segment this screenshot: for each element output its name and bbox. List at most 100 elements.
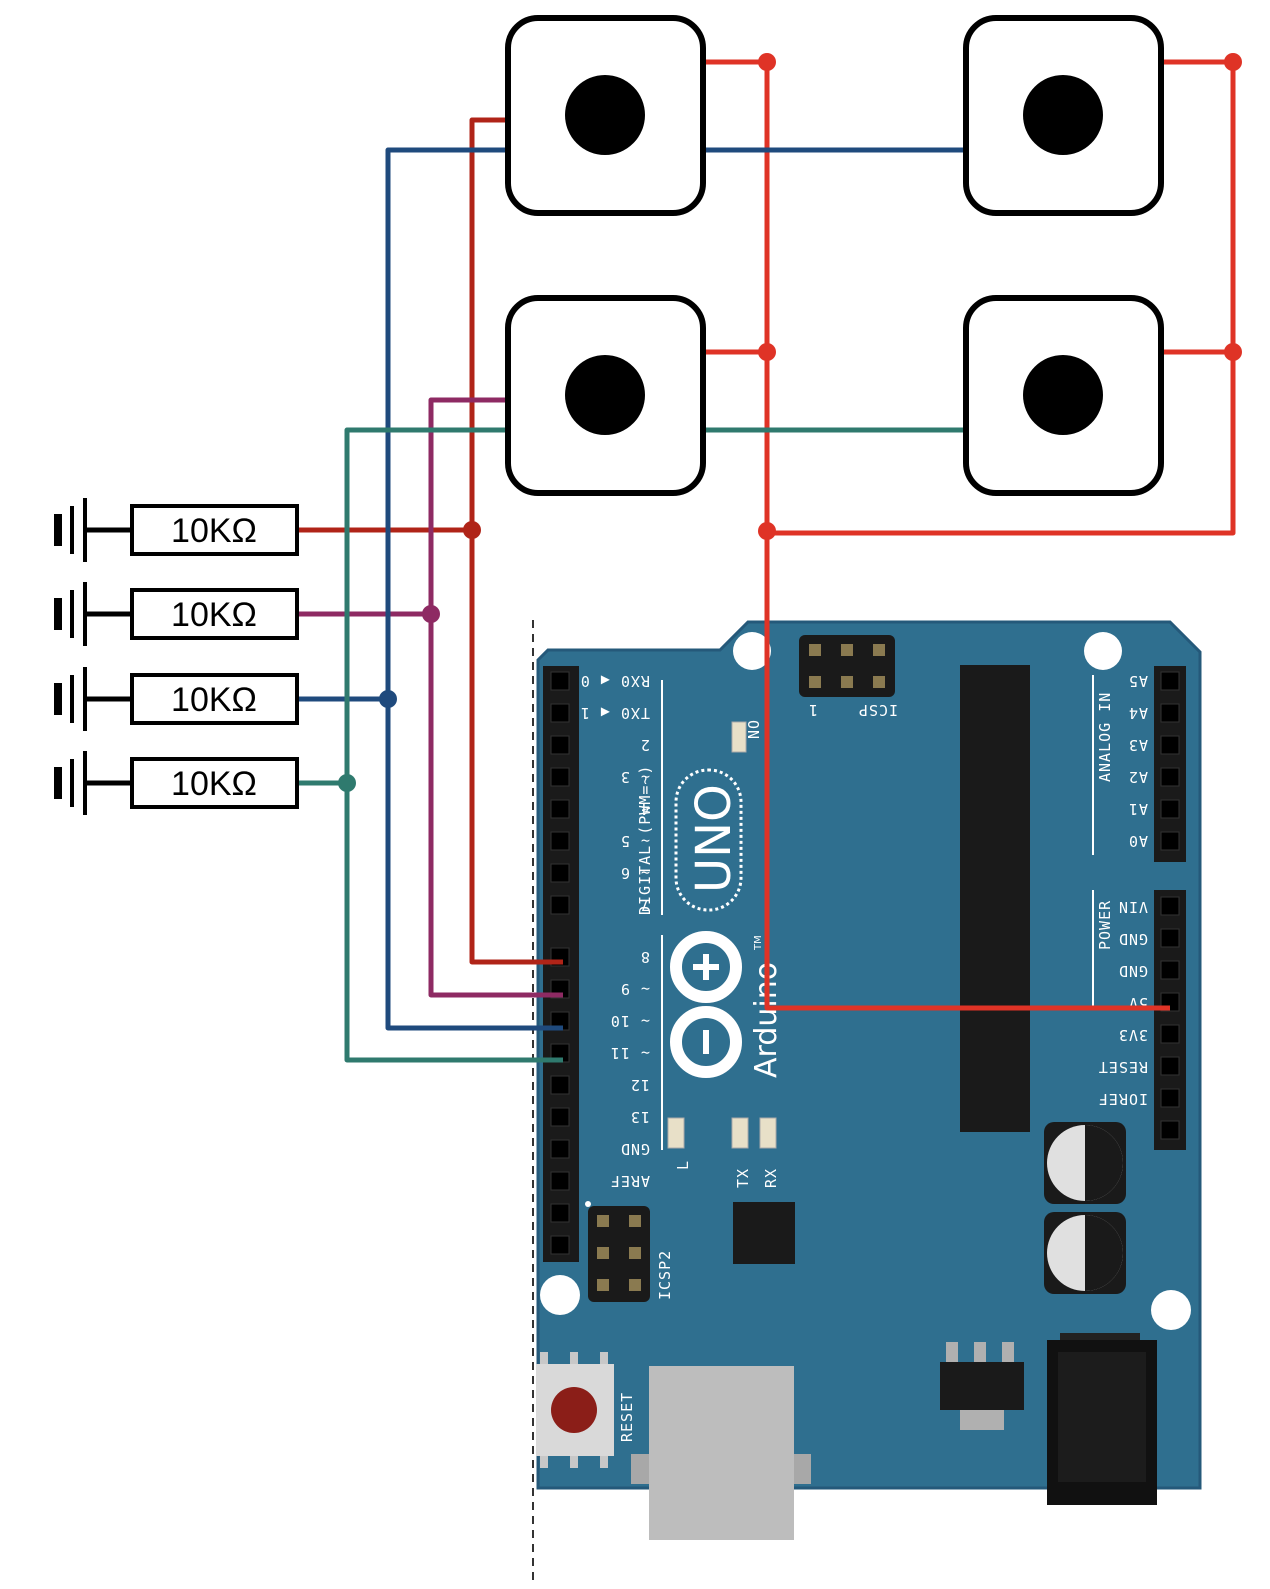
- digital-pwm-label: DIGITAL (PWM=~): [636, 765, 654, 915]
- pin-label: 4: [640, 800, 650, 818]
- pin-label: 7: [640, 896, 650, 914]
- analog-header: [1154, 666, 1186, 862]
- wire-junction: [463, 521, 481, 539]
- wire-junction: [758, 522, 776, 540]
- wire-junction: [379, 690, 397, 708]
- resistor-1: 10KΩ: [54, 498, 299, 562]
- pin-label: ~ 10: [610, 1012, 650, 1030]
- icsp2-header: [588, 1206, 650, 1302]
- push-button-top-right[interactable]: [963, 15, 1164, 216]
- resistor-body: [130, 757, 299, 809]
- resistor-label: 10KΩ: [171, 765, 257, 803]
- pin-label: A5: [1128, 672, 1148, 690]
- pin-label: ~ 9: [620, 980, 650, 998]
- pin-label: ~ 5: [620, 832, 650, 850]
- push-button-matrix: [505, 15, 1164, 496]
- pin-label: A4: [1128, 704, 1148, 722]
- analog-in-label: ANALOG IN: [1096, 692, 1114, 782]
- wire-junction: [758, 53, 776, 71]
- header-socket: [550, 1203, 570, 1223]
- wire-junction: [758, 343, 776, 361]
- pin-label: GND: [620, 1140, 650, 1158]
- l-led-label: L: [674, 1160, 692, 1170]
- header-socket: [550, 735, 570, 755]
- rx-led-label: RX: [762, 1168, 780, 1188]
- push-button-bottom-right[interactable]: [963, 295, 1164, 496]
- header-socket: [550, 1235, 570, 1255]
- header-socket: [1160, 960, 1180, 980]
- header-socket: [1160, 1088, 1180, 1108]
- header-socket: [550, 1107, 570, 1127]
- pin-label: GND: [1118, 930, 1148, 948]
- resistor-3: 10KΩ: [54, 667, 299, 731]
- resistor-bank: 10KΩ 10KΩ 10KΩ 10KΩ: [54, 498, 299, 815]
- resistor-4: 10KΩ: [54, 751, 299, 815]
- header-socket: [1160, 703, 1180, 723]
- header-socket: [1160, 896, 1180, 916]
- pin-label: GND: [1118, 962, 1148, 980]
- capacitor: [1044, 1122, 1126, 1204]
- usb-chip: [733, 1202, 795, 1264]
- icsp-pin1-label: 1: [808, 701, 818, 719]
- header-socket: [1160, 767, 1180, 787]
- pin-label: IOREF: [1098, 1090, 1148, 1108]
- resistor-body: [130, 504, 299, 556]
- pin-label: 12: [630, 1076, 650, 1094]
- pin-label: RESET: [1098, 1058, 1148, 1076]
- push-button-top-left[interactable]: [505, 15, 706, 216]
- on-led: [731, 721, 747, 753]
- pin8-wire: [469, 117, 563, 965]
- pin-label: VIN: [1118, 898, 1148, 916]
- vcc-wire: [764, 62, 1170, 1011]
- atmega-chip: [960, 665, 1030, 1132]
- wire-junction: [1224, 53, 1242, 71]
- header-socket: [1160, 671, 1180, 691]
- voltage-regulator: [940, 1342, 1024, 1430]
- pin-label: 8: [640, 948, 650, 966]
- resistor-body: [130, 588, 299, 640]
- pin-label: 3V3: [1118, 1026, 1148, 1044]
- uno-badge: [674, 768, 743, 912]
- power-label: POWER: [1096, 900, 1114, 950]
- pin-label: 13: [630, 1108, 650, 1126]
- header-socket: [550, 703, 570, 723]
- mounting-hole: [733, 632, 771, 670]
- pin-label: A3: [1128, 736, 1148, 754]
- header-socket: [1160, 735, 1180, 755]
- mounting-hole: [1151, 1290, 1191, 1330]
- resistor-2: 10KΩ: [54, 582, 299, 646]
- pin-label: A2: [1128, 768, 1148, 786]
- on-label: ON: [744, 720, 762, 740]
- header-socket: [550, 1075, 570, 1095]
- header-socket: [550, 1139, 570, 1159]
- header-socket: [1160, 799, 1180, 819]
- tx-led: [731, 1117, 749, 1149]
- pin-label: TX0 ◀ 1: [580, 704, 650, 722]
- icsp2-pin1-dot: [585, 1201, 591, 1207]
- mounting-hole: [1084, 632, 1122, 670]
- l-led: [667, 1117, 685, 1149]
- uno-label: UNO: [686, 784, 742, 893]
- capacitor: [1044, 1212, 1126, 1294]
- push-button-bottom-left[interactable]: [505, 295, 706, 496]
- board-pcb: [536, 620, 1202, 1490]
- pin-label: 2: [640, 736, 650, 754]
- pin-label: ~ 11: [610, 1044, 650, 1062]
- header-socket: [1160, 1120, 1180, 1140]
- rx-led: [759, 1117, 777, 1149]
- header-socket: [550, 1171, 570, 1191]
- mounting-hole: [540, 1275, 580, 1315]
- icsp-header: [799, 635, 895, 697]
- pin-label: RX0 ◀ 0: [580, 672, 650, 690]
- header-socket: [1160, 1024, 1180, 1044]
- reset-button[interactable]: [536, 1352, 614, 1468]
- usb-port: [631, 1366, 811, 1540]
- header-socket: [1160, 1056, 1180, 1076]
- pin-label: ~ 6: [620, 864, 650, 882]
- pin-label: A1: [1128, 800, 1148, 818]
- header-socket: [1160, 928, 1180, 948]
- arduino-infinity-logo: [670, 931, 742, 1078]
- pin-label: A0: [1128, 832, 1148, 850]
